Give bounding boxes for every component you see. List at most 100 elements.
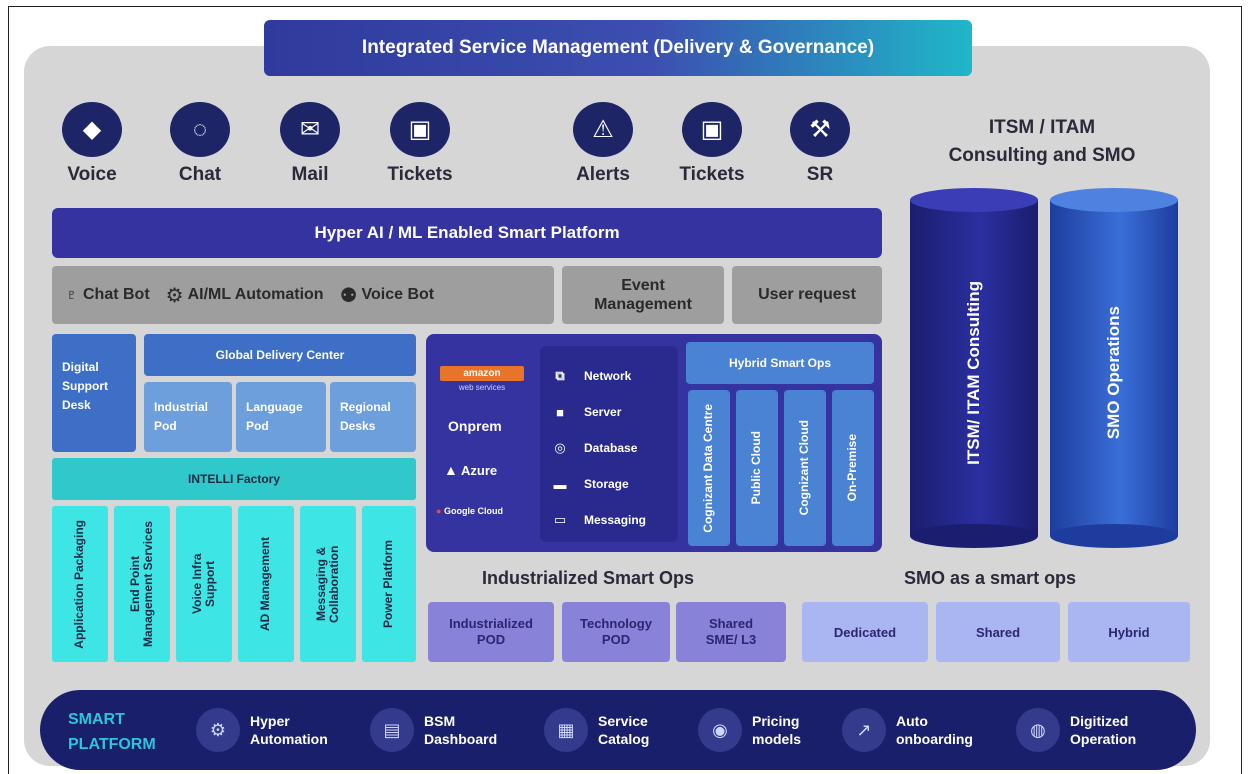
channel-alerts: ⚠ Alerts <box>551 102 655 186</box>
chat-bot: ♇ Chat Bot <box>64 284 150 307</box>
database-icon: ◎ <box>554 440 566 455</box>
voice-bot-label: Voice Bot <box>361 286 435 303</box>
google-cloud-icon: ● <box>436 506 442 516</box>
itsm-title-line1: ITSM / ITAM <box>988 117 1096 138</box>
channel-label: Voice <box>67 164 117 185</box>
bots-box: ♇ Chat Bot ⚙ AI/ML Automation ⚉ Voice Bo… <box>52 266 554 324</box>
voice-bot: ⚉ Voice Bot <box>340 283 435 308</box>
service-ad-management: AD Management <box>238 506 294 662</box>
industrialized-item-label: Shared SME/ L3 <box>705 616 757 647</box>
mail-icon: ✉ <box>280 102 340 157</box>
smo-item-label: Hybrid <box>1108 624 1150 640</box>
storage-icon: ▬ <box>553 476 567 492</box>
channel-label: Alerts <box>576 164 630 185</box>
service-voice-infra: Voice Infra Support <box>176 506 232 662</box>
industrialized-smart-ops-title: Industrialized Smart Ops <box>482 568 695 588</box>
smo-shared: Shared <box>936 602 1060 662</box>
hybrid-label: On-Premise <box>845 434 860 502</box>
google-cloud-logo: ● Google Cloud <box>436 506 503 516</box>
ticket-icon: ▣ <box>682 102 742 157</box>
cylinder-smo <box>1050 188 1178 548</box>
smart-platform-label: SMART PLATFORM <box>68 708 156 758</box>
global-delivery-center: Global Delivery Center <box>144 334 416 376</box>
azure-icon: ▲ <box>444 462 458 478</box>
pod-language: Language Pod <box>236 382 326 452</box>
pod-label: Regional Desks <box>340 399 391 433</box>
service-messaging-collaboration: Messaging & Collaboration <box>300 506 356 662</box>
bottom-item-line1: Service <box>598 712 648 729</box>
aiml-automation-label: AI/ML Automation <box>187 286 324 303</box>
user-request-label: User request <box>758 286 856 303</box>
smo-item-label: Shared <box>975 624 1021 640</box>
catalog-icon: ▦ <box>544 708 588 752</box>
cylinder-smo-label-box: SMO Operations <box>1050 210 1178 536</box>
bottom-item-line2: Catalog <box>598 731 650 747</box>
wrench-icon: ⚒ <box>790 102 850 157</box>
network-icon: ⧉ <box>555 368 565 383</box>
aiml-automation: ⚙ AI/ML Automation <box>166 283 324 308</box>
resource-server: ■ Server <box>550 394 678 430</box>
channel-label: Mail <box>291 164 329 185</box>
resource-network: ⧉ Network <box>550 358 678 394</box>
bottom-item-line1: Auto <box>896 712 928 729</box>
digital-support-desk: Digital Support Desk <box>52 334 136 452</box>
intelli-factory: INTELLI Factory <box>52 458 416 500</box>
dashboard-icon: ▤ <box>370 708 414 752</box>
voicebot-icon: ⚉ <box>339 284 358 307</box>
industrialized-pod: Industrialized POD <box>428 602 554 662</box>
channel-tickets-2: ▣ Tickets <box>660 102 764 186</box>
pricing-icon: ◉ <box>698 708 742 752</box>
pod-label: Industrial Pod <box>154 399 209 433</box>
azure-logo: ▲ Azure <box>444 462 497 478</box>
global-delivery-center-label: Global Delivery Center <box>215 348 345 362</box>
service-endpoint-management: End Point Management Services <box>114 506 170 662</box>
event-management-box: Event Management <box>562 266 724 324</box>
bottom-item-line1: Hyper <box>250 712 290 729</box>
smart-platform-line1: SMART <box>68 711 125 728</box>
frame-right-line <box>1241 6 1242 774</box>
bottom-item-line1: BSM <box>424 712 456 729</box>
event-management-label: Event Management <box>594 276 692 313</box>
technology-pod: Technology POD <box>562 602 670 662</box>
frame-left-line <box>8 6 9 774</box>
automation-icon: ⚙ <box>196 708 240 752</box>
automation-icon: ⚙ <box>165 284 184 307</box>
server-icon: ■ <box>556 404 564 420</box>
digital-support-desk-label: Digital Support Desk <box>62 360 108 413</box>
messaging-icon: ▭ <box>553 512 567 527</box>
bottom-item-line2: Dashboard <box>424 731 498 747</box>
hybrid-smart-ops-label: Hybrid Smart Ops <box>728 356 832 370</box>
smo-dedicated: Dedicated <box>802 602 928 662</box>
resource-label: Network <box>584 369 632 383</box>
google-cloud-label: Google Cloud <box>443 506 503 516</box>
cylinder-label: SMO Operations <box>1103 306 1123 440</box>
bottom-item-line2: Automation <box>250 731 328 747</box>
hybrid-label: Public Cloud <box>749 431 764 505</box>
hybrid-label: Cognizant Data Centre <box>701 403 716 533</box>
bottom-item-line1: Digitized <box>1070 712 1129 729</box>
hybrid-smart-ops-header: Hybrid Smart Ops <box>686 342 874 384</box>
service-label: Voice Infra Support <box>189 553 217 615</box>
industrialized-item-label: Industrialized POD <box>449 616 533 647</box>
service-label: Power Platform <box>381 539 396 629</box>
bottom-bsm-dashboard: ▤ BSM Dashboard <box>370 708 497 752</box>
pod-label: Language Pod <box>246 399 303 433</box>
chat-bot-label: Chat Bot <box>83 286 150 303</box>
ai-platform-bar: Hyper AI / ML Enabled Smart Platform <box>52 208 882 258</box>
resource-storage: ▬ Storage <box>550 466 678 502</box>
smart-platform-line2: PLATFORM <box>68 735 156 753</box>
industrialized-item-label: Technology POD <box>580 616 652 647</box>
channel-mail: ✉ Mail <box>258 102 362 186</box>
intelli-factory-label: INTELLI Factory <box>187 472 280 486</box>
cylinder-itsm <box>910 188 1038 548</box>
channel-voice: ◆ Voice <box>40 102 144 186</box>
bottom-item-line1: Pricing <box>752 712 800 729</box>
voice-icon: ◆ <box>62 102 122 157</box>
service-label: AD Management <box>258 536 273 631</box>
cylinder-label: ITSM/ ITAM Consulting <box>963 281 983 465</box>
alert-icon: ⚠ <box>573 102 633 157</box>
service-power-platform: Power Platform <box>362 506 416 662</box>
